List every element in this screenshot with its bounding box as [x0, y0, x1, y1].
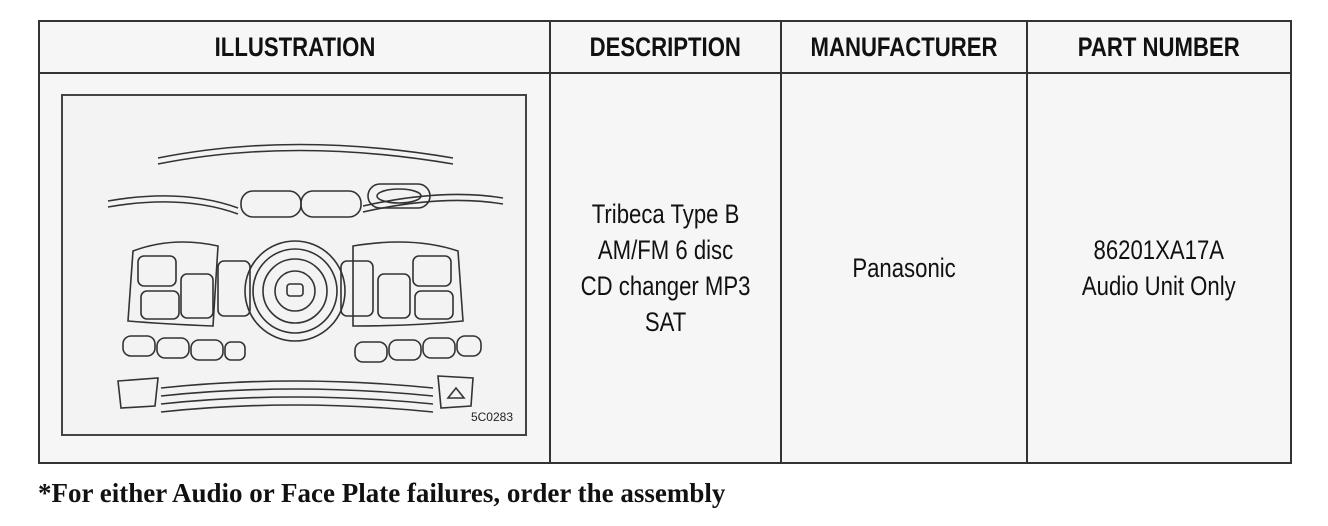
description-line: CD changer MP3	[580, 271, 751, 301]
part-number-text: 86201XA17A Audio Unit Only	[1082, 232, 1236, 304]
header-part-number: PART NUMBER	[1078, 31, 1240, 62]
header-description-cell: DESCRIPTION	[551, 22, 782, 72]
description-line: SAT	[644, 307, 687, 337]
header-description: DESCRIPTION	[589, 31, 742, 62]
description-cell: Tribeca Type B AM/FM 6 disc CD changer M…	[551, 74, 782, 462]
illustration-id: 5C0283	[470, 410, 513, 424]
header-manufacturer-cell: MANUFACTURER	[782, 22, 1028, 72]
description-text: Tribeca Type B AM/FM 6 disc CD changer M…	[581, 196, 751, 340]
part-number-line: Audio Unit Only	[1082, 271, 1236, 301]
part-number-line: 86201XA17A	[1093, 235, 1225, 265]
table-header-row: ILLUSTRATION DESCRIPTION MANUFACTURER PA…	[40, 22, 1290, 74]
header-part-number-cell: PART NUMBER	[1028, 22, 1290, 72]
manufacturer-text: Panasonic	[852, 253, 956, 283]
part-number-cell: 86201XA17A Audio Unit Only	[1028, 74, 1290, 462]
audio-unit-illustration: 5C0283	[61, 94, 527, 436]
footnote: *For either Audio or Face Plate failures…	[38, 478, 726, 508]
description-line: Tribeca Type B	[591, 199, 740, 229]
description-line: AM/FM 6 disc	[597, 235, 734, 265]
manufacturer-cell: Panasonic	[782, 74, 1028, 462]
audio-faceplate-drawing	[107, 143, 504, 413]
parts-table: ILLUSTRATION DESCRIPTION MANUFACTURER PA…	[38, 20, 1292, 464]
header-manufacturer: MANUFACTURER	[810, 31, 998, 62]
illustration-cell: 5C0283	[40, 74, 551, 462]
header-illustration-cell: ILLUSTRATION	[40, 22, 551, 72]
table-row: 5C0283 Tribeca Type B AM/FM 6 disc CD ch…	[40, 74, 1290, 462]
header-illustration: ILLUSTRATION	[214, 31, 375, 62]
